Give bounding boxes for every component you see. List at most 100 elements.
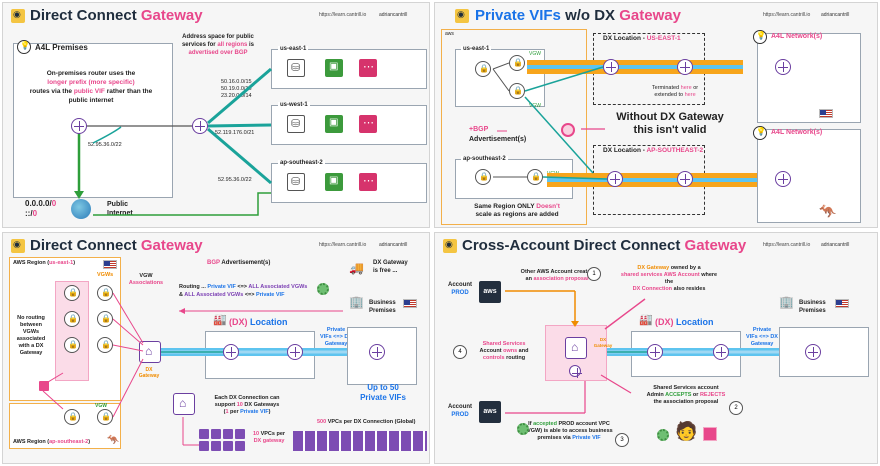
- aws-label: aws: [445, 31, 454, 37]
- s3-icon: [325, 173, 343, 191]
- customer-router-icon: [775, 171, 791, 187]
- vgw-icon: [97, 285, 113, 301]
- dx-gateway-icon: [565, 337, 587, 359]
- admin-avatar: 🧑: [675, 421, 698, 441]
- panel-title: Private VIFs w/o DX Gateway: [475, 7, 681, 24]
- if-accepted-note: If accepted PROD account VPC (VGW) is ab…: [525, 421, 613, 441]
- panel-cross-account: Cross-Account Direct Connect Gateway htt…: [434, 232, 878, 464]
- sqs-icon: [359, 115, 377, 133]
- vpc-tile: [211, 429, 221, 439]
- dx-router-icon: [647, 344, 663, 360]
- dx-router-icon: [192, 118, 208, 134]
- gear-icon: [317, 283, 329, 295]
- cantrill-logo-icon: [455, 9, 469, 23]
- bl-connections: [42, 292, 343, 446]
- invalid-path-icon: [561, 123, 575, 137]
- database-icon: [287, 59, 305, 77]
- region-label: AWS Region (ap-southeast-2): [13, 439, 91, 445]
- vpc-lock-icon: [64, 409, 80, 425]
- region-label-ap-southeast-2: ap-southeast-2: [461, 156, 508, 162]
- dx-router-icon: [223, 344, 239, 360]
- ap-cidr: 52.95.36.0/22: [218, 177, 252, 183]
- bgp-advertisement: BGP Advertisement(s): [207, 260, 271, 266]
- panel-title: Direct Connect Gateway: [30, 237, 203, 254]
- customer-router-icon: [369, 344, 385, 360]
- vgw-label: VGW: [95, 403, 107, 409]
- step-4-badge: 4: [453, 345, 467, 359]
- region-label: AWS Region (us-east-1): [13, 260, 76, 266]
- cantrill-logo-icon: [443, 239, 457, 253]
- vpc-tile: [199, 429, 209, 439]
- vgw-label: VGW: [529, 51, 541, 57]
- dx-location-label: DX Location - AP-SOUTHEAST-2: [603, 147, 704, 154]
- step-3-badge: 3: [615, 433, 629, 447]
- dx-link-stripe: [547, 173, 773, 187]
- vgw-icon: [97, 409, 113, 425]
- aws-region-ap-southeast-2: [9, 403, 121, 449]
- business-router-box: [779, 327, 869, 377]
- truck-icon: 🚚: [349, 261, 364, 275]
- premises-label: A4L Premises: [35, 43, 88, 52]
- dx-link-stripe: [161, 348, 385, 356]
- site-url: https://learn.cantrill.io: [763, 12, 811, 18]
- author-tag: adriancantrill: [821, 12, 850, 18]
- aws-cloud-box: [441, 29, 587, 225]
- tl-connections: [74, 67, 272, 216]
- each-dx-note: Each DX Connection can support 10 DX Gat…: [214, 395, 280, 415]
- network-icon: [753, 30, 767, 44]
- cantrill-logo-icon: [11, 239, 25, 253]
- dx-router-icon: [677, 171, 693, 187]
- dx-location-label: DX Location - US-EAST-1: [603, 35, 681, 42]
- vpc-tiles-strip: [293, 431, 427, 451]
- five-hundred-note: 500 VPCs per DX Connection (Global): [317, 419, 416, 425]
- vpc-tile: [199, 441, 209, 451]
- admin-badge-icon: [703, 427, 717, 441]
- internet-globe-icon: [71, 199, 91, 219]
- gear-icon: [517, 423, 529, 435]
- us-flag-icon: [103, 260, 117, 269]
- dx-router-icon: [677, 59, 693, 75]
- panel-title: Cross-Account Direct Connect Gateway: [462, 237, 747, 254]
- building-icon: 🏭: [213, 314, 227, 326]
- panel-dx-gateway-private: Direct Connect Gateway https://learn.can…: [2, 232, 430, 464]
- vpc-tile: [223, 441, 233, 451]
- region-label-us-east-1: us-east-1: [278, 46, 309, 52]
- author-tag: adriancantrill: [821, 242, 850, 248]
- shared-admin-note: Shared Services account Admin ACCEPTS or…: [646, 385, 726, 405]
- building-icon: 🏢: [779, 295, 794, 309]
- panel-private-vifs: Private VIFs w/o DX Gateway https://lear…: [434, 2, 878, 228]
- aws-account-icon: aws: [479, 281, 501, 303]
- site-url: https://learn.cantrill.io: [763, 242, 811, 248]
- database-icon: [287, 173, 305, 191]
- vgw-icon: [97, 311, 113, 327]
- dxgw-owned-note: DX Gateway owned by a shared services AW…: [620, 265, 718, 292]
- vpc-tile: [211, 441, 221, 451]
- vpc-lock-icon: [64, 337, 80, 353]
- vpc-lock-icon: [475, 61, 491, 77]
- dx-location-label: (DX) Location: [655, 317, 714, 327]
- routing-note: Routing ... Private VIF <=> ALL Associat…: [179, 284, 308, 298]
- cantrill-logo-icon: [11, 9, 25, 23]
- terminated-note: Terminated here or extended to here: [651, 85, 699, 98]
- dx-router-icon: [603, 59, 619, 75]
- left-cidr: 52.95.36.0/22: [88, 142, 122, 148]
- us-west-cidr: 52.119.176.0/21: [215, 130, 255, 136]
- on-prem-router-icon: [71, 118, 87, 134]
- address-space-note: Address space for public services for al…: [181, 34, 255, 56]
- us-flag-icon: [819, 109, 833, 118]
- vpc-lock-icon: [509, 55, 525, 71]
- dx-location-label: (DX) Location: [229, 317, 288, 327]
- step-1-badge: 1: [587, 267, 601, 281]
- vgw-icon: [97, 337, 113, 353]
- author-tag: adriancantrill: [379, 12, 408, 18]
